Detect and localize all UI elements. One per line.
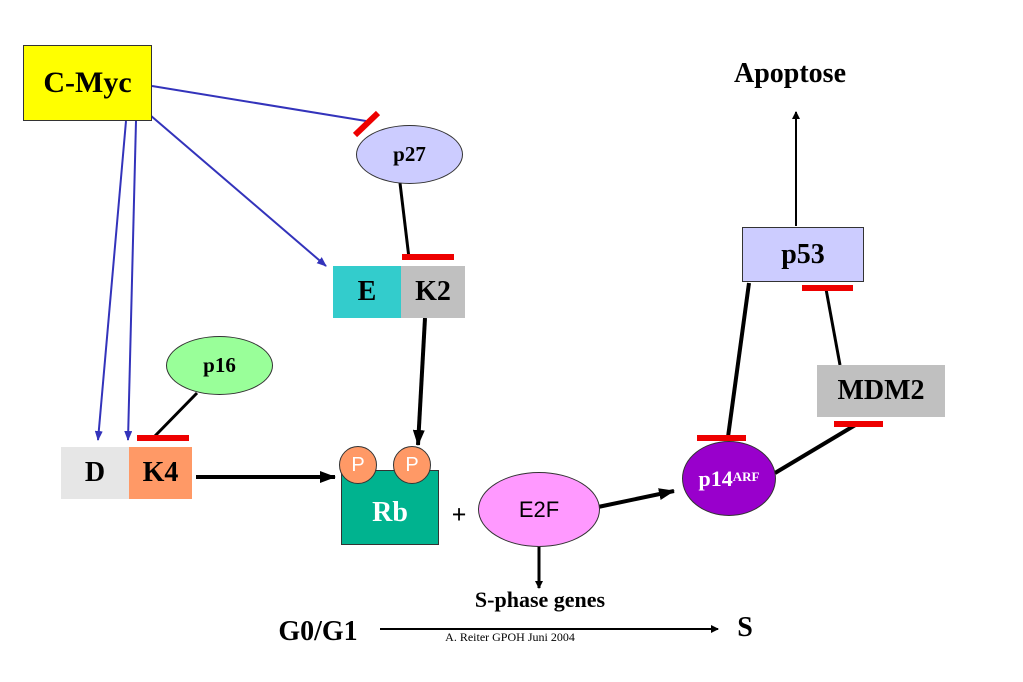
author-credit: A. Reiter GPOH Juni 2004 <box>410 628 610 646</box>
rb-label: Rb <box>372 496 408 528</box>
plus-sign-text: + <box>451 500 467 529</box>
g0g1-text: G0/G1 <box>278 616 358 647</box>
p14-arf-superscript: ARF <box>732 468 760 484</box>
cmyc-box: C-Myc <box>23 45 152 121</box>
mdm2-box: MDM2 <box>817 365 945 417</box>
cmyc-to-cyclin-e-arrow <box>149 114 327 267</box>
p16-to-k4-line <box>151 391 199 440</box>
p14-to-p53-line <box>726 282 751 438</box>
phosphate-bubble-1: P <box>339 446 377 484</box>
mdm2-label: MDM2 <box>837 375 925 406</box>
cyclin-e-label: E <box>357 276 377 307</box>
phosphate-label-1: P <box>351 453 365 476</box>
cmyc-to-cyclin-d-arrow-1 <box>94 120 127 441</box>
cyclin-d-box: D <box>61 447 129 499</box>
cyclin-d-label: D <box>84 457 106 488</box>
phosphate-label-2: P <box>405 453 419 476</box>
p27-oval: p27 <box>356 125 463 184</box>
apoptose-label: Apoptose <box>710 55 870 93</box>
g0g1-label: G0/G1 <box>262 614 374 650</box>
s-label: S <box>730 610 760 646</box>
p16-oval: p16 <box>166 336 273 395</box>
s-phase-genes-text: S-phase genes <box>474 587 606 612</box>
mdm2-to-p53-line <box>824 288 842 366</box>
cdk4-box: K4 <box>129 447 192 499</box>
e2f-label: E2F <box>518 496 560 522</box>
p53-label: p53 <box>781 238 825 270</box>
k2-to-rb-arrow <box>412 317 427 446</box>
p14-to-mdm2-line <box>773 422 859 475</box>
p27-label: p27 <box>393 142 426 166</box>
e2f-to-p14-arrow <box>597 488 675 509</box>
p53-box: p53 <box>742 227 864 282</box>
p16-label: p16 <box>203 353 236 377</box>
cdk2-box: K2 <box>401 266 465 318</box>
s-phase-genes-label: S-phase genes <box>440 585 640 615</box>
p27-inhibition-bar <box>352 110 381 138</box>
cmyc-to-p27-inhibition-line <box>151 85 367 122</box>
p27-to-k2-line <box>398 182 411 259</box>
plus-sign: + <box>446 500 472 530</box>
apoptose-text: Apoptose <box>733 58 846 89</box>
cmyc-label: C-Myc <box>43 66 132 99</box>
cmyc-to-cyclin-d-arrow-2 <box>124 120 137 441</box>
author-credit-text: A. Reiter GPOH Juni 2004 <box>445 629 575 644</box>
cdk4-label: K4 <box>142 457 179 488</box>
s-text: S <box>737 612 753 643</box>
cdk2-label: K2 <box>415 276 451 307</box>
cyclin-e-box: E <box>333 266 401 318</box>
e2f-oval: E2F <box>478 472 600 547</box>
phosphate-bubble-2: P <box>393 446 431 484</box>
p14-label: p14 <box>698 465 733 491</box>
